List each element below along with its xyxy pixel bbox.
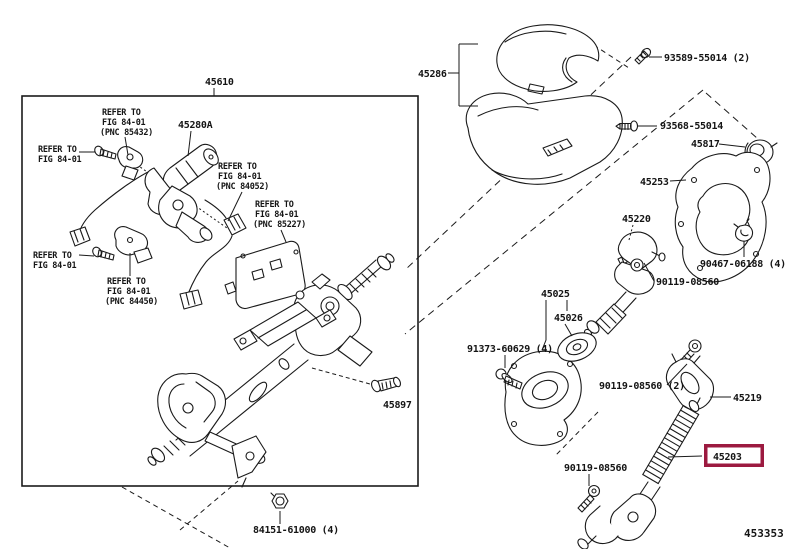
label-45897[interactable]: 45897 <box>383 400 412 411</box>
refer-note-upper-left: REFER TO FIG 84-01 <box>38 145 82 165</box>
label-90467[interactable]: 90467-06188 (4) <box>700 259 786 270</box>
art-clamp-85432 <box>117 146 144 181</box>
refer-note-85432: REFER TO FIG 84-01 (PNC 85432) <box>100 108 153 138</box>
art-column-cover-upper <box>496 24 600 95</box>
refer-note-84450: REFER TO FIG 84-01 (PNC 84450) <box>105 277 158 307</box>
refer-note-line: REFER TO <box>38 145 77 155</box>
art-column-cover-lower <box>465 92 623 185</box>
label-90119-top[interactable]: 90119-08560 <box>656 277 720 288</box>
label-90119-bottom[interactable]: 90119-08560 <box>564 463 628 474</box>
art-ignition-lock-45280a <box>144 143 219 243</box>
refer-note-line: REFER TO <box>102 108 141 118</box>
label-45253[interactable]: 45253 <box>640 177 669 188</box>
label-45220[interactable]: 45220 <box>622 214 651 225</box>
art-bearing-45026 <box>557 332 597 362</box>
art-bolt-45897 <box>371 376 401 393</box>
art-bolt-91373 <box>495 368 523 390</box>
dashed-guide-lines <box>121 39 767 549</box>
art-joint-45220 <box>583 231 666 338</box>
label-45817[interactable]: 45817 <box>691 139 720 150</box>
art-shaft-45203 <box>577 397 701 549</box>
refer-note-line: (PNC 85432) <box>100 128 153 138</box>
label-93568[interactable]: 93568-55014 <box>660 121 724 132</box>
refer-note-line: FIG 84-01 <box>255 210 299 220</box>
label-90119-mid[interactable]: 90119-08560 (2) <box>599 381 685 392</box>
refer-notes: REFER TO FIG 84-01 (PNC 85432) REFER TO … <box>33 108 306 307</box>
label-45026[interactable]: 45026 <box>554 313 583 324</box>
leader-lines <box>78 43 746 524</box>
label-93589[interactable]: 93589-55014 (2) <box>664 53 750 64</box>
refer-note-line: (PNC 85227) <box>253 220 306 230</box>
refer-note-line: REFER TO <box>107 277 146 287</box>
label-45610[interactable]: 45610 <box>205 77 234 88</box>
art-clip-90467 <box>733 218 754 242</box>
label-91373[interactable]: 91373-60629 (4) <box>467 344 553 355</box>
art-screw-upper-left <box>94 145 117 160</box>
art-bolt-90119-bottom <box>577 484 601 513</box>
refer-note-line: FIG 84-01 <box>107 287 151 297</box>
art-yoke-45219 <box>665 353 715 411</box>
refer-note-line: REFER TO <box>218 162 257 172</box>
refer-note-84052: REFER TO FIG 84-01 (PNC 84052) <box>216 162 269 192</box>
refer-note-line: FIG 84-01 <box>218 172 262 182</box>
art-nut-84151 <box>270 492 289 509</box>
refer-note-line: REFER TO <box>33 251 72 261</box>
art-connector-84052 <box>179 199 247 310</box>
assembly-45610-box <box>21 95 419 487</box>
label-45025[interactable]: 45025 <box>541 289 570 300</box>
refer-note-lower-left: REFER TO FIG 84-01 <box>33 251 77 271</box>
refer-note-line: (PNC 84450) <box>105 297 158 307</box>
art-cover-45025 <box>504 350 582 446</box>
art-screw-lower-left <box>92 246 115 261</box>
highlight-45203[interactable]: 45203 <box>704 444 764 467</box>
label-45219[interactable]: 45219 <box>733 393 762 404</box>
refer-note-line: REFER TO <box>255 200 294 210</box>
refer-note-line: FIG 84-01 <box>38 155 82 165</box>
refer-note-line: (PNC 84052) <box>216 182 269 192</box>
art-bracket-84450 <box>114 226 153 264</box>
figure-number: 453353 <box>744 527 784 540</box>
refer-note-line: FIG 84-01 <box>102 118 146 128</box>
label-45286[interactable]: 45286 <box>418 69 447 80</box>
refer-note-line: FIG 84-01 <box>33 261 77 271</box>
art-wire-harness-left <box>69 169 153 247</box>
label-45280a[interactable]: 45280A <box>178 120 213 131</box>
highlight-box-inner <box>707 447 761 464</box>
art-steering-column <box>147 253 395 488</box>
art-ecu-85227 <box>224 240 306 310</box>
refer-note-85227: REFER TO FIG 84-01 (PNC 85227) <box>253 200 306 230</box>
part-labels: 45610 45280A 45286 93589-55014 (2) 93568… <box>178 53 786 536</box>
label-45203[interactable]: 45203 <box>713 452 742 463</box>
art-screw-93589 <box>634 47 652 65</box>
label-84151[interactable]: 84151-61000 (4) <box>253 525 339 536</box>
